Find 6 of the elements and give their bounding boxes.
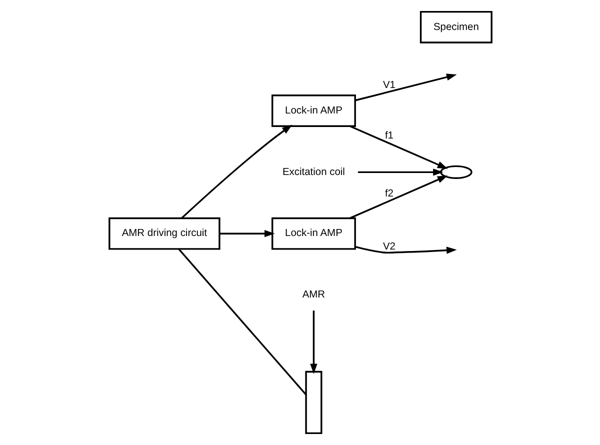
edge-label: f1: [384, 130, 393, 142]
edge-label: V1: [382, 80, 395, 92]
edge-label: V2: [382, 241, 395, 252]
node-text: Excitation coil: [282, 166, 344, 178]
edge-label: f2: [384, 188, 393, 200]
node-text: AMR: [302, 290, 325, 301]
